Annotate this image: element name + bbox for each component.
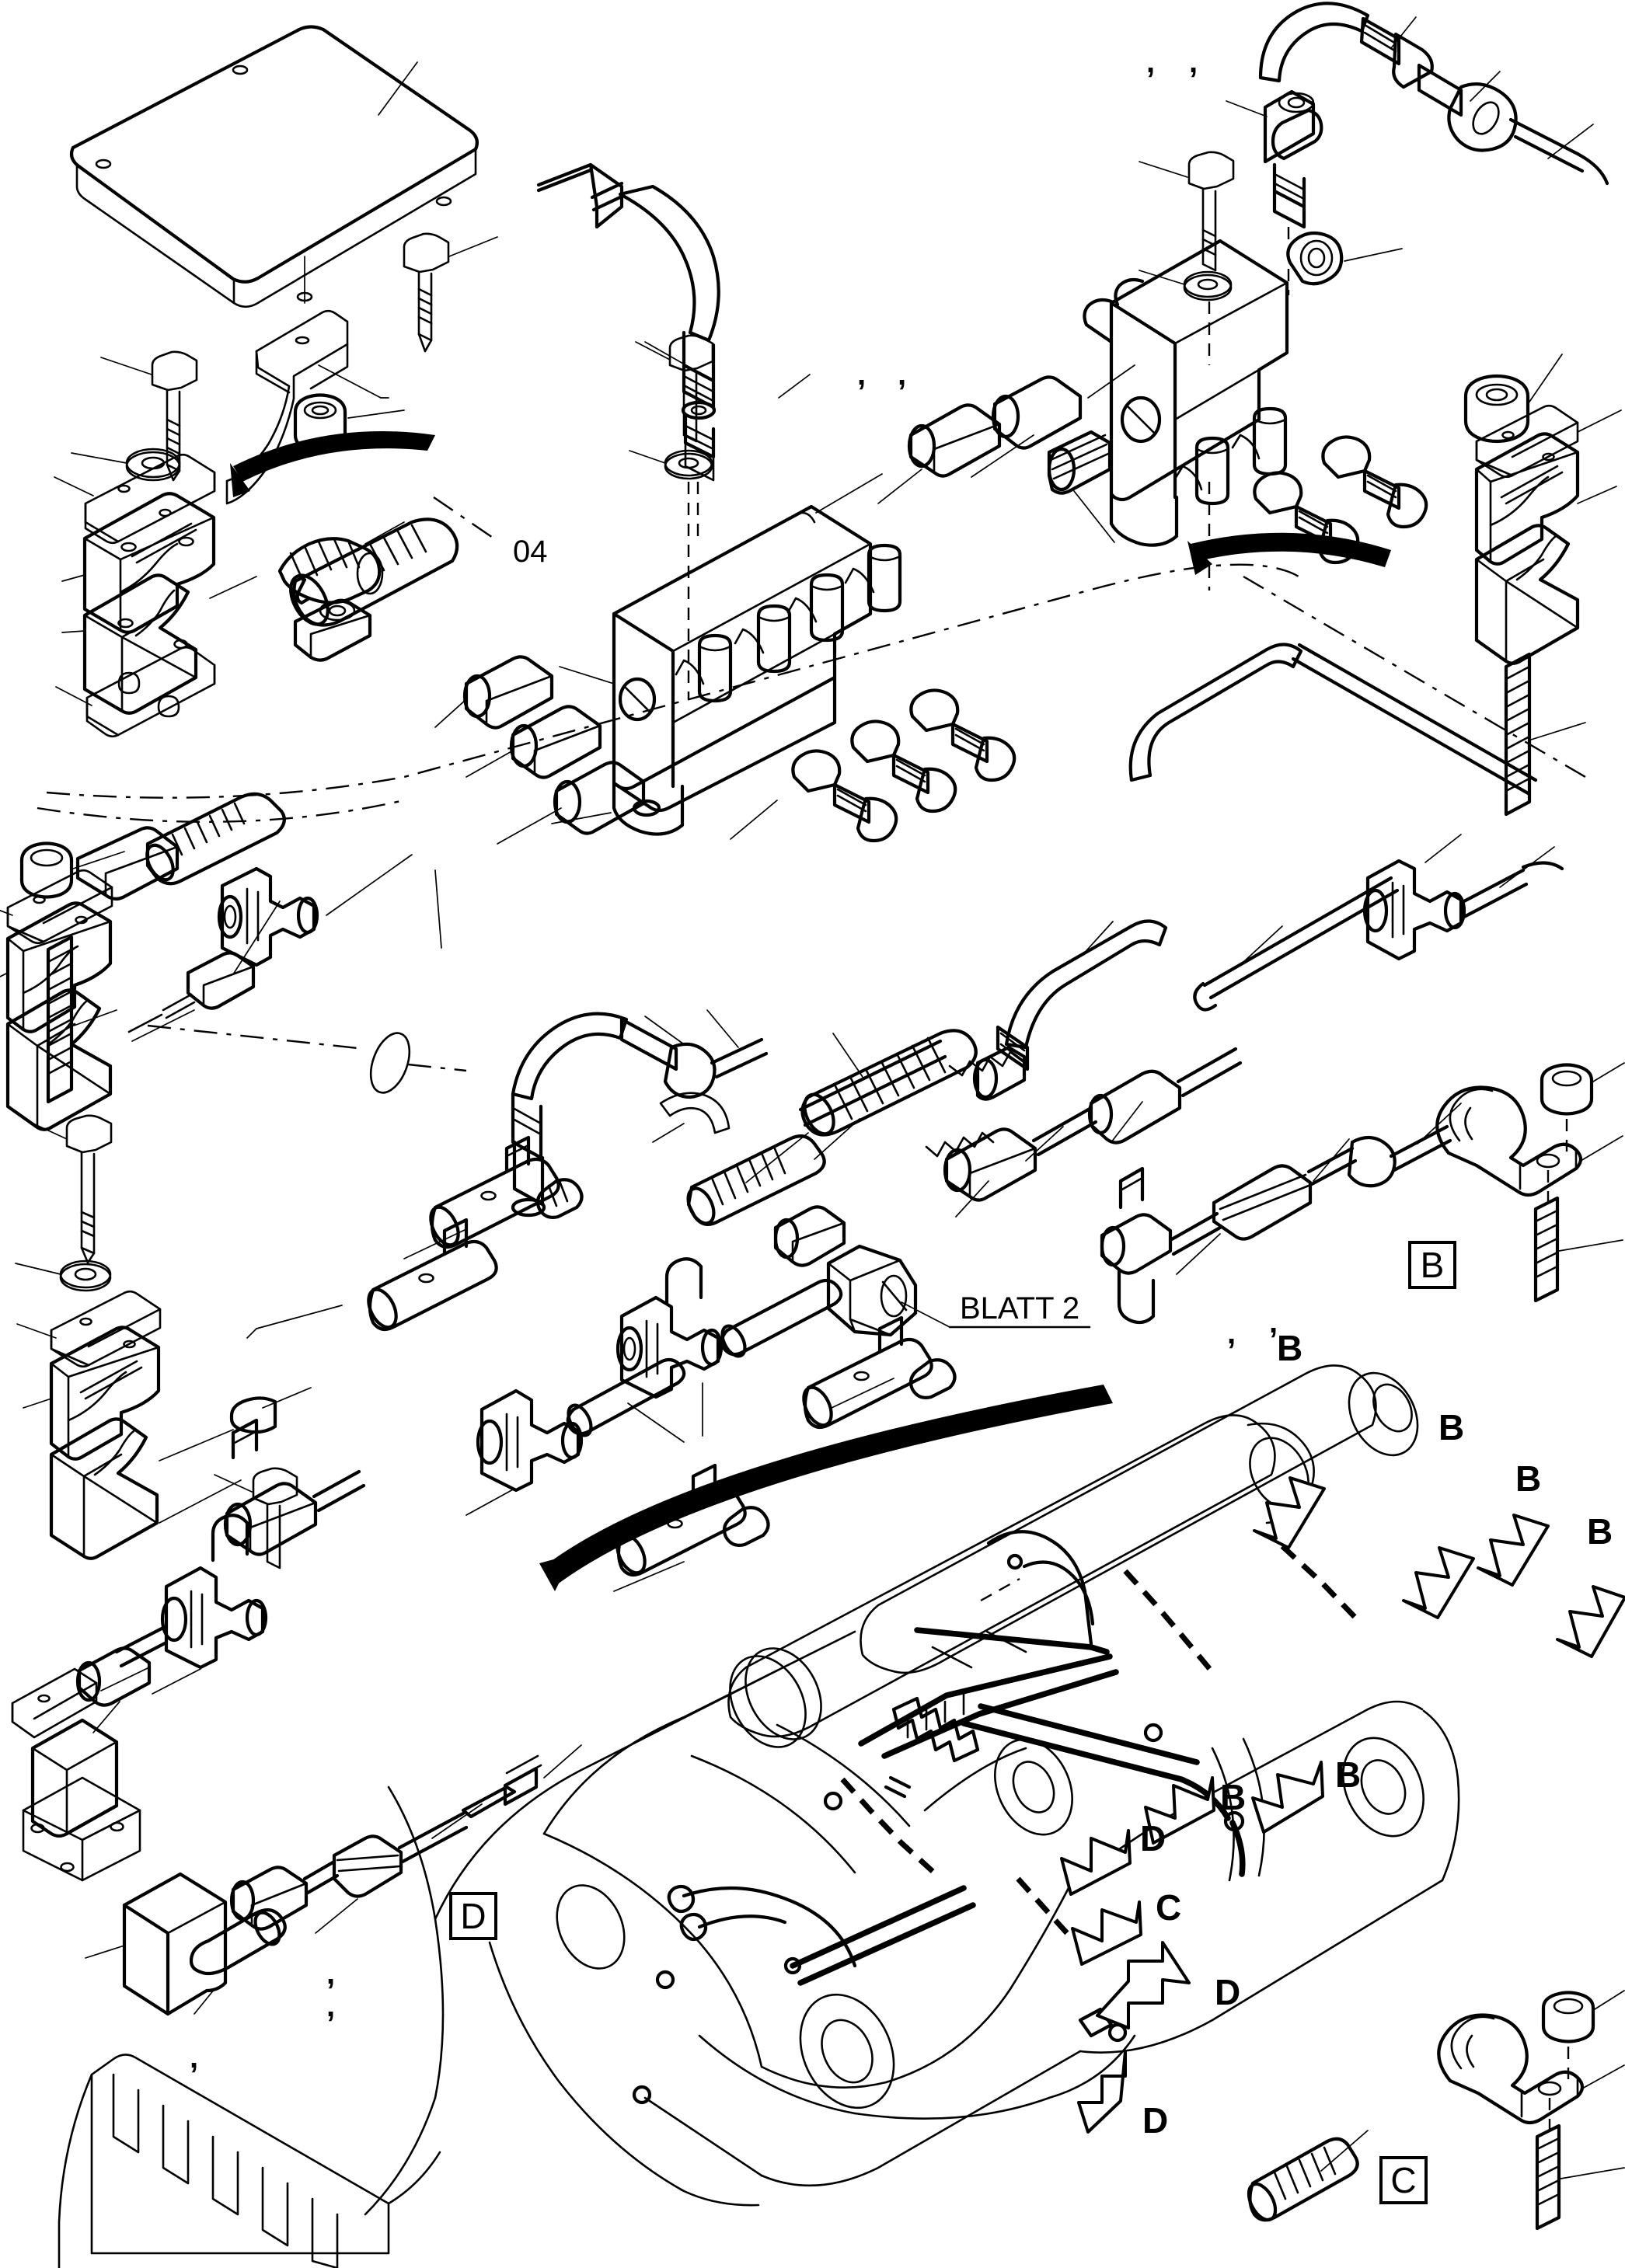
tick-mark-3: ,: [1146, 45, 1156, 79]
rotation-arrow-04-left: [230, 431, 435, 497]
threaded-stud-left-upper: [46, 935, 117, 1104]
hydraulic-cylinder-left-2: [246, 1218, 498, 1339]
hydraulic-plug: [1286, 231, 1403, 286]
callout-arrow-b-2: [1402, 1546, 1475, 1619]
callout-label-b-6: B: [1220, 1777, 1247, 1817]
clamp-assembly-right-upper: [1463, 354, 1622, 817]
callout-label-b-4: B: [1587, 1511, 1613, 1552]
hose-route-upper-center: [536, 162, 811, 536]
callout-label-d-2: D: [1215, 1972, 1241, 2012]
hydraulic-cylinder-left-1: [403, 1135, 584, 1259]
clamp-assembly-left-lower: [16, 1290, 242, 1560]
steel-tube-right-mid: [972, 643, 1564, 1101]
adapter-block-lower-left: [85, 1872, 287, 2016]
section-box-d: D: [449, 1892, 497, 1940]
rotation-arrow-lower-center: [539, 1385, 1113, 1591]
connector-tubes-center-left: [566, 1205, 846, 1443]
hydraulic-cylinder-center-right: [802, 1315, 957, 1429]
excavator-bucket: [58, 1785, 445, 2268]
hydraulic-valve-block-right: [1047, 89, 1428, 591]
tick-mark-1: ,: [857, 357, 867, 392]
rubber-lined-clamp-right: [1435, 1062, 1625, 1303]
callout-arrow-c-1: [1071, 1900, 1142, 1966]
rotation-arrow-right-upper: [1187, 532, 1391, 575]
tee-fitting-right: [1362, 834, 1564, 961]
cross-fitting-center-left: [615, 1257, 724, 1437]
hose-chain-lower-left: [75, 1387, 366, 1733]
steel-tube-long-right: [1193, 876, 1400, 1012]
clamp-assembly-left-upper: [54, 453, 257, 738]
hex-bolt-top-left-1: [403, 232, 498, 353]
tick-mark-2: ,: [898, 357, 907, 392]
mounting-bracket-lower-left: [11, 1667, 150, 1882]
callout-arrow-d-2: [1096, 1941, 1191, 2029]
hose-assembly-left-mid: [75, 792, 442, 1042]
hose-fitting-lower-left-chain: [229, 1744, 582, 1934]
fitting-chain-center-right: [943, 1047, 1243, 1218]
callout-label-b-1: B: [1277, 1328, 1303, 1368]
hydraulic-valve-manifold-center: [551, 473, 1016, 843]
callout-label-d-3: D: [1142, 2100, 1169, 2141]
hose-assembly-mid-center: [434, 655, 646, 845]
section-box-c: C: [1379, 2156, 1428, 2204]
tick-mark-6: ,: [1269, 1305, 1278, 1340]
callout-label-c-1: C: [1156, 1887, 1182, 1928]
callout-arrow-b-6: [1144, 1776, 1215, 1845]
hex-nut-blatt2: [826, 1244, 1091, 1337]
mounting-bracket-group: [225, 309, 389, 505]
hex-bolt-lower-left: [214, 1467, 298, 1569]
callout-label-b-5: B: [1335, 1754, 1362, 1795]
hex-bolt-top-left-2: [100, 350, 198, 482]
callout-label-b-3: B: [1515, 1458, 1542, 1499]
reference-number-04: 04: [513, 535, 548, 569]
tee-fitting-lower-left: [466, 1388, 584, 1516]
callout-arrow-b-3: [1477, 1514, 1550, 1587]
swivel-fitting-lower-right: [1100, 1103, 1462, 1325]
callout-arrow-d-3: [1077, 2050, 1127, 2134]
coiled-sheath-hose-center: [686, 1039, 947, 1226]
tick-mark-4: ,: [1189, 45, 1198, 79]
callout-label-b-2: B: [1438, 1407, 1465, 1448]
hose-coupling-left: [277, 521, 405, 662]
hex-bolt-center: [629, 334, 714, 699]
hose-assembly-mid-right-upper: [877, 364, 1135, 504]
tick-mark-8: ,: [326, 1989, 336, 2023]
clamp-assembly-left-mid: [0, 841, 125, 1131]
callout-arrow-b-1: [1253, 1476, 1326, 1549]
hose-lower-right-bottom: [1247, 2130, 1369, 2222]
tick-mark-7: ,: [326, 1956, 336, 1991]
hose-assembly-top-right: [1258, 2, 1609, 186]
callout-arrow-b-4: [1556, 1585, 1625, 1658]
rubber-lined-clamp-lower-right: [1437, 1990, 1625, 2231]
cylinder-tube-04: [289, 496, 498, 627]
tick-mark-9: ,: [190, 2040, 199, 2075]
washer-top-left: [71, 448, 181, 482]
cover-plate-group: [69, 25, 479, 308]
tick-mark-5: ,: [1227, 1316, 1236, 1350]
callout-arrow-d-1: [1060, 1829, 1132, 1896]
hex-bolt-left-lower: [15, 1114, 113, 1292]
sheet-reference-blatt-2: BLATT 2: [960, 1291, 1080, 1326]
section-box-b: B: [1408, 1241, 1456, 1289]
callout-arrow-b-5: [1251, 1761, 1324, 1834]
callout-label-d-1: D: [1140, 1818, 1166, 1859]
